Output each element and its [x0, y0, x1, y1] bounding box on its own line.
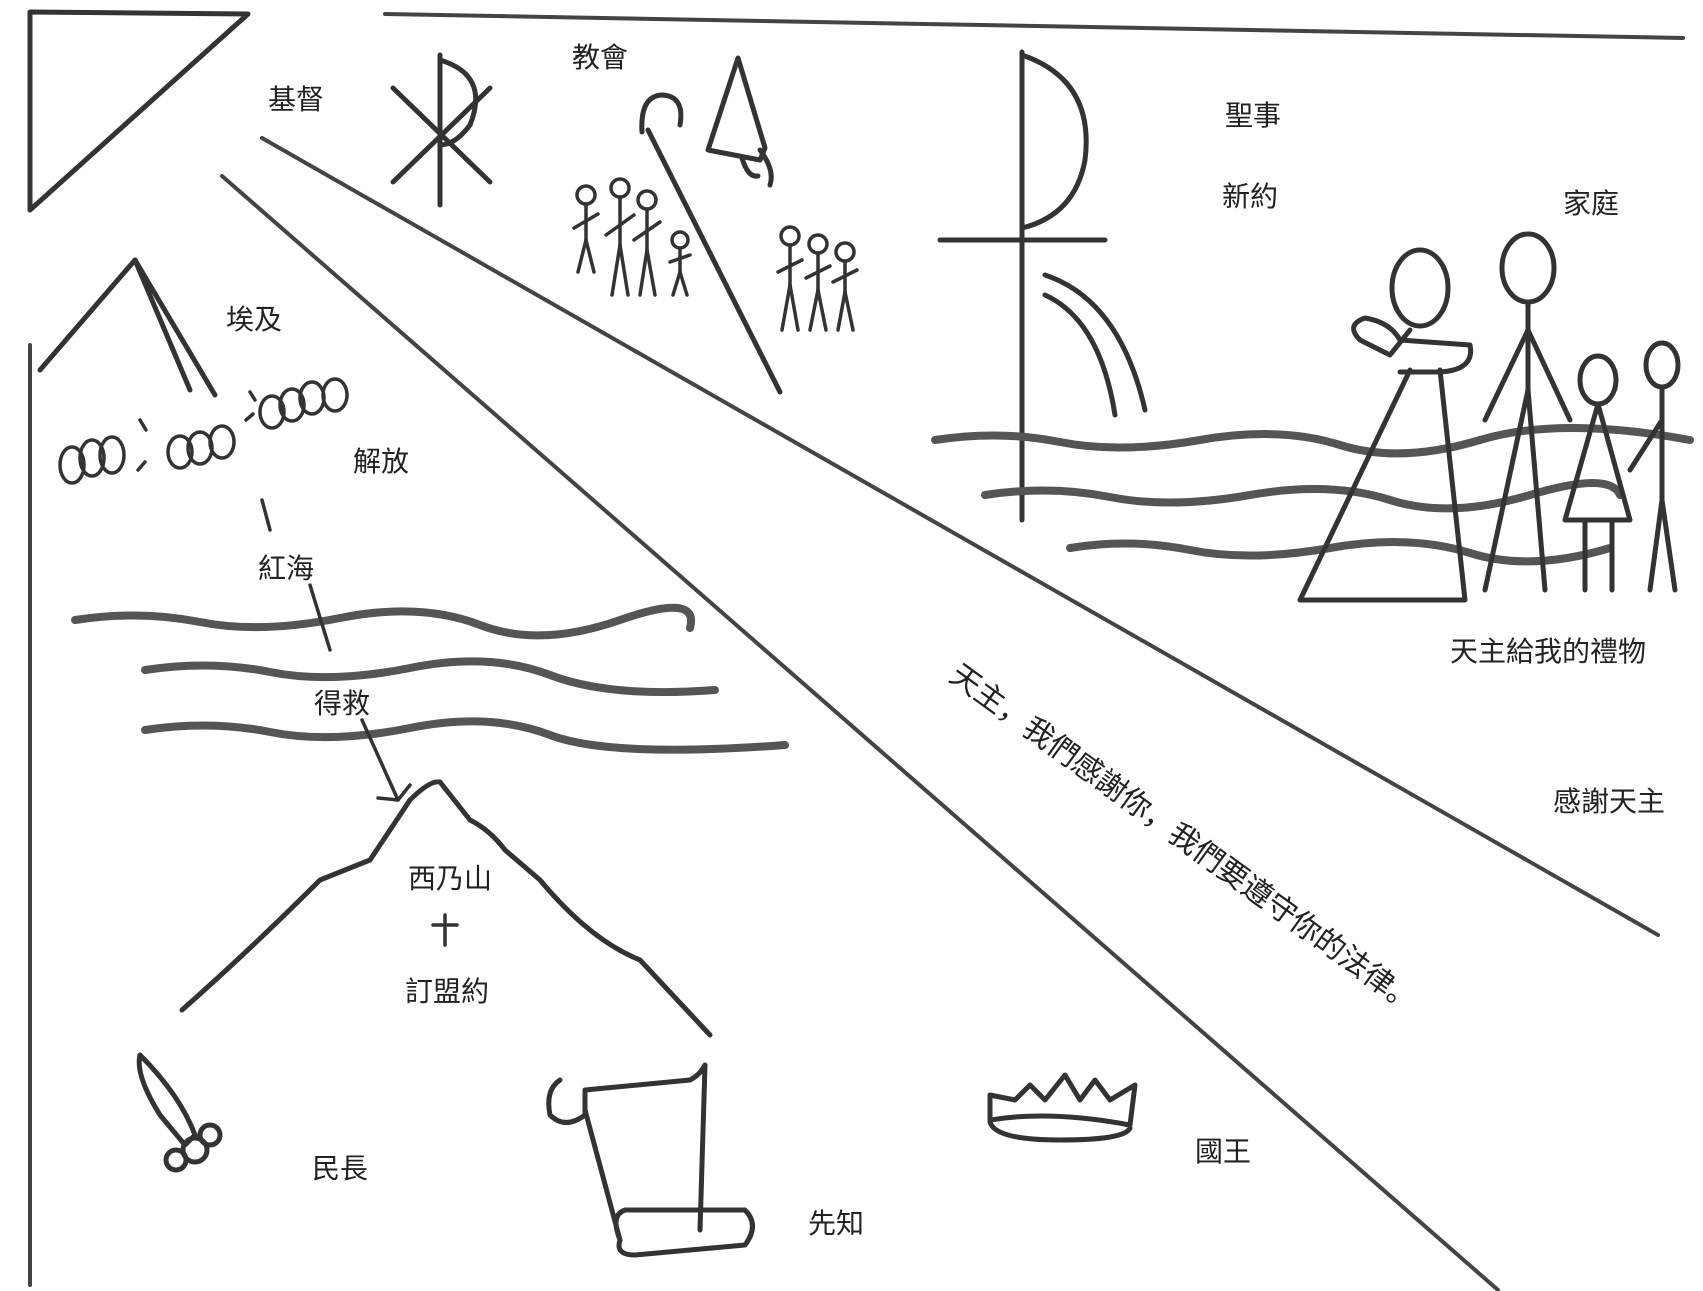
bishop-crozier-icon	[639, 92, 783, 395]
sword-icon	[136, 1052, 223, 1173]
mitre-icon	[705, 55, 774, 188]
chains-icon	[58, 377, 349, 532]
people-icon	[572, 177, 859, 332]
label-red-sea: 紅海	[258, 552, 315, 585]
label-new-covenant: 新約	[1222, 180, 1279, 213]
label-liberation: 解放	[353, 445, 410, 478]
crown-icon	[987, 1072, 1138, 1143]
scroll-icon	[546, 1062, 755, 1258]
label-egypt: 埃及	[226, 303, 283, 336]
label-judges: 民長	[312, 1152, 369, 1185]
cross-icon	[431, 913, 459, 947]
ray-line-lower	[220, 174, 1500, 1291]
chi-rho-icon	[390, 52, 493, 208]
label-sacraments: 聖事	[1225, 99, 1282, 132]
label-church: 教會	[572, 41, 629, 74]
label-kings: 國王	[1195, 1135, 1252, 1168]
label-covenant: 訂盟約	[405, 975, 490, 1008]
red-sea-waves	[71, 603, 789, 754]
label-saved: 得救	[314, 687, 371, 720]
triangle-corner	[27, 9, 251, 213]
ray-line-upper	[260, 136, 1660, 937]
top-border-line	[383, 12, 1685, 40]
label-prophets: 先知	[808, 1207, 865, 1240]
label-christ: 基督	[268, 83, 325, 116]
mountain-icon	[179, 779, 713, 1038]
family-icon	[1297, 231, 1681, 603]
sacrament-cross-icon	[937, 49, 1148, 523]
label-family: 家庭	[1563, 187, 1620, 220]
label-sinai: 西乃山	[408, 862, 493, 895]
exodus-arrow	[308, 583, 412, 802]
label-gift: 天主給我的禮物	[1450, 635, 1647, 668]
baptism-water	[931, 424, 1694, 566]
label-thanks-god: 感謝天主	[1553, 785, 1666, 818]
pyramid-icon	[37, 257, 218, 398]
